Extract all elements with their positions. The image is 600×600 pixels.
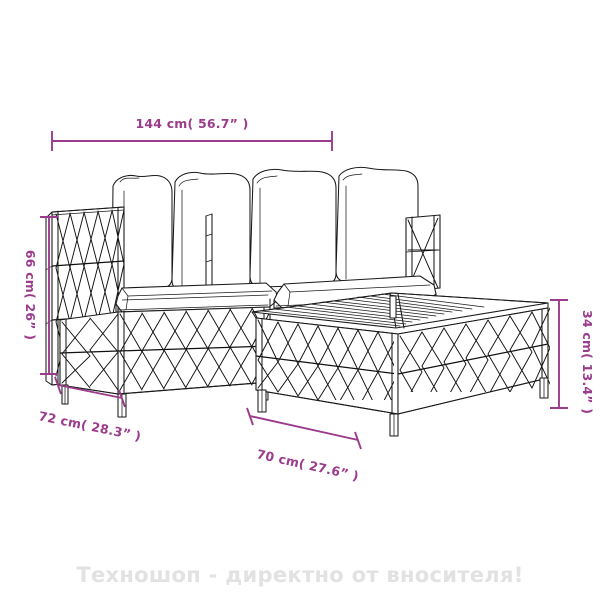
ottoman-table (251, 292, 550, 437)
dimension-label-width-top: 144 cm( 56.7” ) (135, 116, 248, 131)
sofa-base-left-side (59, 311, 119, 395)
table-front-weave (255, 319, 394, 400)
table-leg-back (389, 295, 397, 319)
sofa-base-front (117, 294, 271, 395)
base-front-weave (118, 307, 270, 391)
dimension-label-height-sofa: 66 cm( 26” ) (23, 250, 38, 340)
dimension-label-height-table: 34 cm( 13.4” ) (580, 310, 595, 414)
sofa-right-armrest (405, 214, 441, 292)
dimension-label-depth-sofa: 72 cm( 28.3” ) (37, 408, 142, 443)
back-cushion-2 (171, 171, 251, 292)
table-right-panel (397, 307, 550, 415)
table-front-left-panel (255, 317, 399, 415)
watermark-text: Техношоп - директно от вносителя! (76, 563, 523, 587)
furniture-illustration (45, 166, 550, 437)
dimension-height-sofa: 66 cm( 26” ) (23, 216, 58, 375)
sofa (45, 166, 441, 418)
dimension-height-table: 34 cm( 13.4” ) (550, 299, 595, 414)
table-legs (257, 377, 549, 437)
dimension-width-top: 144 cm( 56.7” ) (51, 116, 333, 151)
dimension-depth-table: 70 cm( 27.6” ) (246, 407, 362, 483)
table-right-weave (397, 307, 550, 392)
back-cushion-3 (249, 168, 337, 288)
dimension-label-depth-table: 70 cm( 27.6” ) (255, 446, 360, 483)
